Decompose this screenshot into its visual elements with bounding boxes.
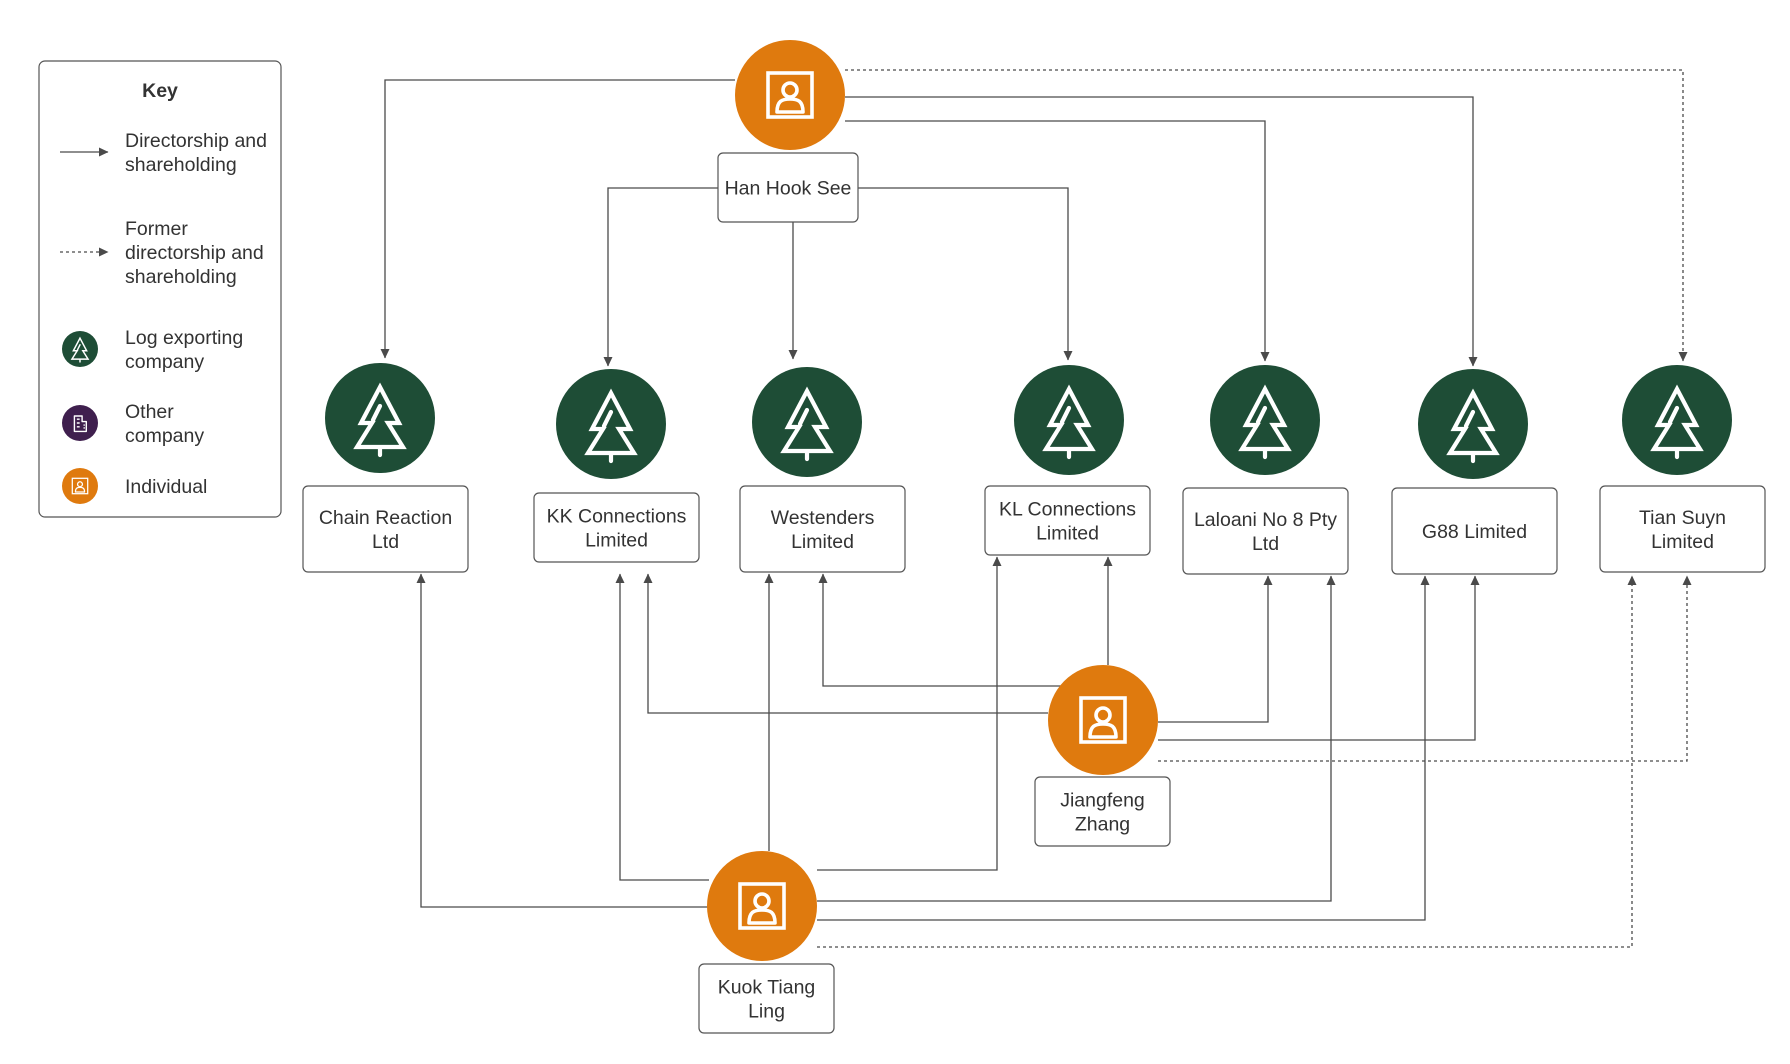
relationship-arrow-han-kl bbox=[858, 187, 1073, 361]
company-node-g88[interactable]: G88 Limited bbox=[1391, 369, 1558, 575]
company-name: KL Connections bbox=[999, 499, 1136, 521]
relationship-arrow-jiang-g88 bbox=[1158, 575, 1480, 741]
relationship-arrow-kuok-kl bbox=[817, 556, 1002, 871]
relationship-arrow-kuok-g88 bbox=[817, 575, 1430, 921]
relationship-arrow-han-kk bbox=[603, 187, 723, 367]
individual-label-box bbox=[698, 963, 835, 1034]
company-name: Westenders bbox=[771, 507, 875, 529]
key-item-label: Directorship and bbox=[125, 130, 267, 152]
key-item-label: Log exporting bbox=[125, 327, 243, 349]
log-company-badge bbox=[1014, 365, 1124, 475]
company-label-box bbox=[302, 485, 469, 573]
individual-node-han[interactable]: Han Hook See bbox=[717, 40, 859, 223]
company-name: KK Connections bbox=[547, 506, 687, 528]
key-items: Directorship andshareholdingFormerdirect… bbox=[60, 130, 267, 504]
company-label-box bbox=[1182, 487, 1349, 575]
company-label-box bbox=[1599, 485, 1766, 573]
company-name: Limited bbox=[1036, 523, 1099, 545]
individual-name: Ling bbox=[748, 1001, 785, 1023]
key-item-label: Other bbox=[125, 401, 174, 423]
key-item-label: directorship and bbox=[125, 242, 264, 264]
person-icon bbox=[62, 468, 98, 504]
company-name: Limited bbox=[585, 530, 648, 552]
company-label-box bbox=[533, 492, 700, 563]
company-label-box bbox=[739, 485, 906, 573]
key-item-label: company bbox=[125, 425, 204, 447]
relationship-arrow-jiang-west bbox=[818, 573, 1070, 687]
individual-name: Han Hook See bbox=[725, 178, 852, 200]
company-name: Limited bbox=[791, 531, 854, 553]
company-name: Chain Reaction bbox=[319, 507, 452, 529]
company-name: Tian Suyn bbox=[1639, 507, 1726, 529]
company-label-box bbox=[1391, 487, 1558, 575]
key-item-label: company bbox=[125, 351, 204, 373]
company-name: G88 Limited bbox=[1422, 521, 1527, 543]
company-name: Laloani No 8 Pty bbox=[1194, 509, 1337, 531]
relationship-arrow-kuok-chain bbox=[416, 573, 709, 908]
former-relationship-arrow-kuok-tian bbox=[817, 575, 1637, 948]
key-item-label: shareholding bbox=[125, 266, 237, 288]
key-item-individual: Individual bbox=[62, 468, 207, 504]
building-icon bbox=[62, 405, 98, 441]
individual-badge bbox=[735, 40, 845, 150]
relationship-arrow-jiang-laloani bbox=[1158, 575, 1273, 723]
individual-label-box bbox=[717, 152, 859, 223]
former-relationship-arrow-jiang-tian bbox=[1158, 575, 1692, 762]
key-item-label: Former bbox=[125, 218, 188, 240]
company-name: Limited bbox=[1651, 531, 1714, 553]
relationship-arrow-han-chain bbox=[380, 79, 735, 359]
relationship-arrow-jiang-kk bbox=[643, 573, 1048, 714]
log-company-badge bbox=[1418, 369, 1528, 479]
individual-name: Zhang bbox=[1075, 814, 1130, 836]
individual-name: Jiangfeng bbox=[1060, 790, 1145, 812]
company-name: Ltd bbox=[372, 531, 399, 553]
individual-label-box bbox=[1034, 776, 1171, 847]
key-item-label: shareholding bbox=[125, 154, 237, 176]
key-box bbox=[38, 60, 282, 518]
key-item-label: Individual bbox=[125, 476, 207, 498]
key-legend: Key Directorship andshareholdingFormerdi… bbox=[38, 60, 282, 518]
company-label-box bbox=[984, 485, 1151, 556]
individual-badge bbox=[707, 851, 817, 961]
former-relationship-arrow-han-tian bbox=[845, 69, 1688, 362]
relationship-arrow-han-g88 bbox=[845, 96, 1478, 367]
key-title: Key bbox=[142, 80, 178, 102]
log-company-badge bbox=[556, 369, 666, 479]
log-company-badge bbox=[325, 363, 435, 473]
relationship-arrow-kuok-laloani bbox=[817, 575, 1336, 902]
log-company-badge bbox=[752, 367, 862, 477]
log-company-badge bbox=[1210, 365, 1320, 475]
relationship-arrow-han-laloani bbox=[845, 120, 1270, 362]
tree-icon bbox=[62, 331, 98, 367]
relationship-edges bbox=[380, 69, 1692, 948]
individual-badge bbox=[1048, 665, 1158, 775]
log-company-badge bbox=[1622, 365, 1732, 475]
company-name: Ltd bbox=[1252, 533, 1279, 555]
individual-name: Kuok Tiang bbox=[718, 977, 816, 999]
relationship-arrow-kuok-kk bbox=[615, 573, 709, 881]
